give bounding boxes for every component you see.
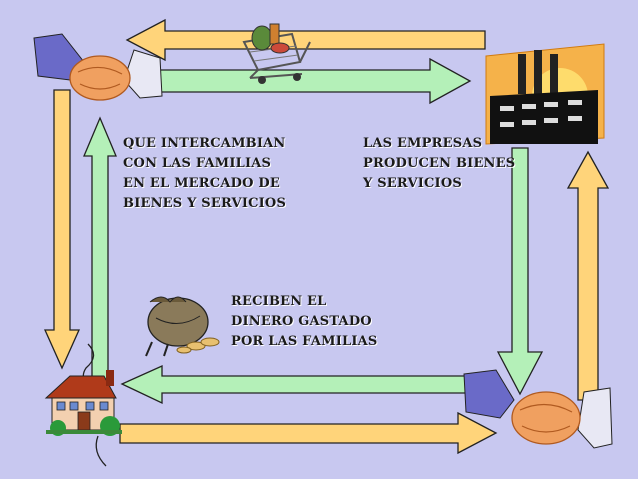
markets-exchange-text: QUE INTERCAMBIAN CON LAS FAMILIAS EN EL … <box>123 134 286 214</box>
markets-line-3: EN EL MERCADO DE <box>123 176 280 191</box>
handshake-icon <box>33 33 163 101</box>
house-icon <box>44 343 122 467</box>
money-bag-icon <box>145 296 220 357</box>
right-green-arrow-down <box>496 147 544 396</box>
right-yellow-arrow-up <box>566 150 610 401</box>
money-line-1: RECIBEN EL <box>231 294 327 309</box>
factory-icon <box>485 43 605 145</box>
money-line-3: POR LAS FAMILIAS <box>231 334 378 349</box>
bottom-green-arrow-left <box>120 364 467 405</box>
shopping-cart-icon <box>242 23 311 84</box>
firms-line-3: Y SERVICIOS <box>363 176 462 191</box>
left-yellow-arrow-down <box>43 89 81 370</box>
markets-line-2: CON LAS FAMILIAS <box>123 156 272 171</box>
firms-line-1: LAS EMPRESAS <box>363 136 483 151</box>
markets-line-4: BIENES Y SERVICIOS <box>123 196 287 211</box>
money-line-2: DINERO GASTADO <box>231 314 372 329</box>
firms-line-2: PRODUCEN BIENES <box>363 156 516 171</box>
top-green-arrow-right <box>154 57 472 105</box>
markets-line-1: QUE INTERCAMBIAN <box>123 136 286 151</box>
top-yellow-arrow-left <box>125 18 486 62</box>
left-green-arrow-up <box>83 116 117 381</box>
bottom-yellow-arrow-right <box>119 411 498 455</box>
handshake-icon <box>463 369 613 449</box>
firms-produce-text: LAS EMPRESAS PRODUCEN BIENES Y SERVICIOS <box>363 134 515 194</box>
money-received-text: RECIBEN EL DINERO GASTADO POR LAS FAMILI… <box>231 292 378 352</box>
